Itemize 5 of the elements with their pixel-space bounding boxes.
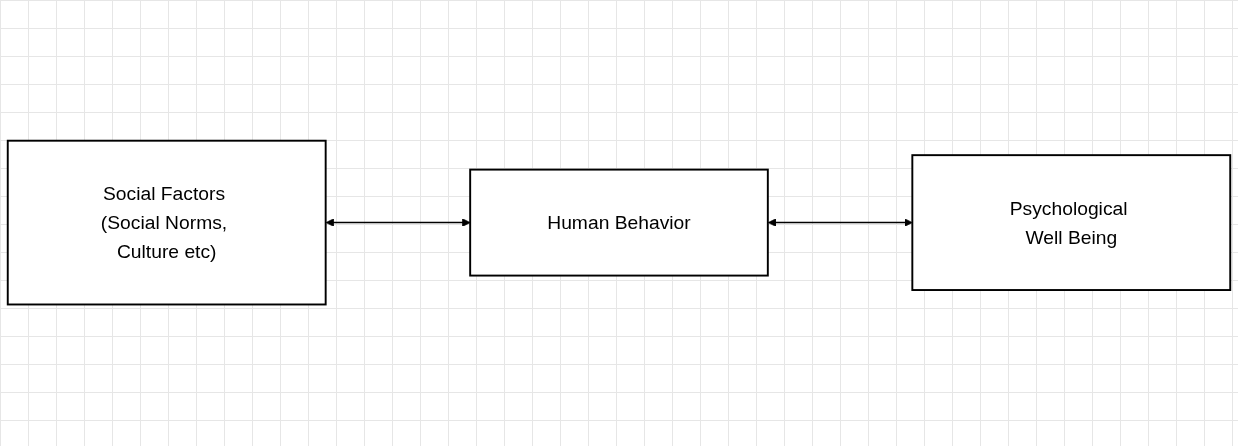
node-box: Social Factors (Social Norms, Culture etc) xyxy=(6,140,327,306)
node-box: Human Behavior xyxy=(469,169,769,277)
arrow xyxy=(325,218,471,228)
arrow xyxy=(767,218,913,228)
node-box: Psychological Well Being xyxy=(911,154,1232,292)
